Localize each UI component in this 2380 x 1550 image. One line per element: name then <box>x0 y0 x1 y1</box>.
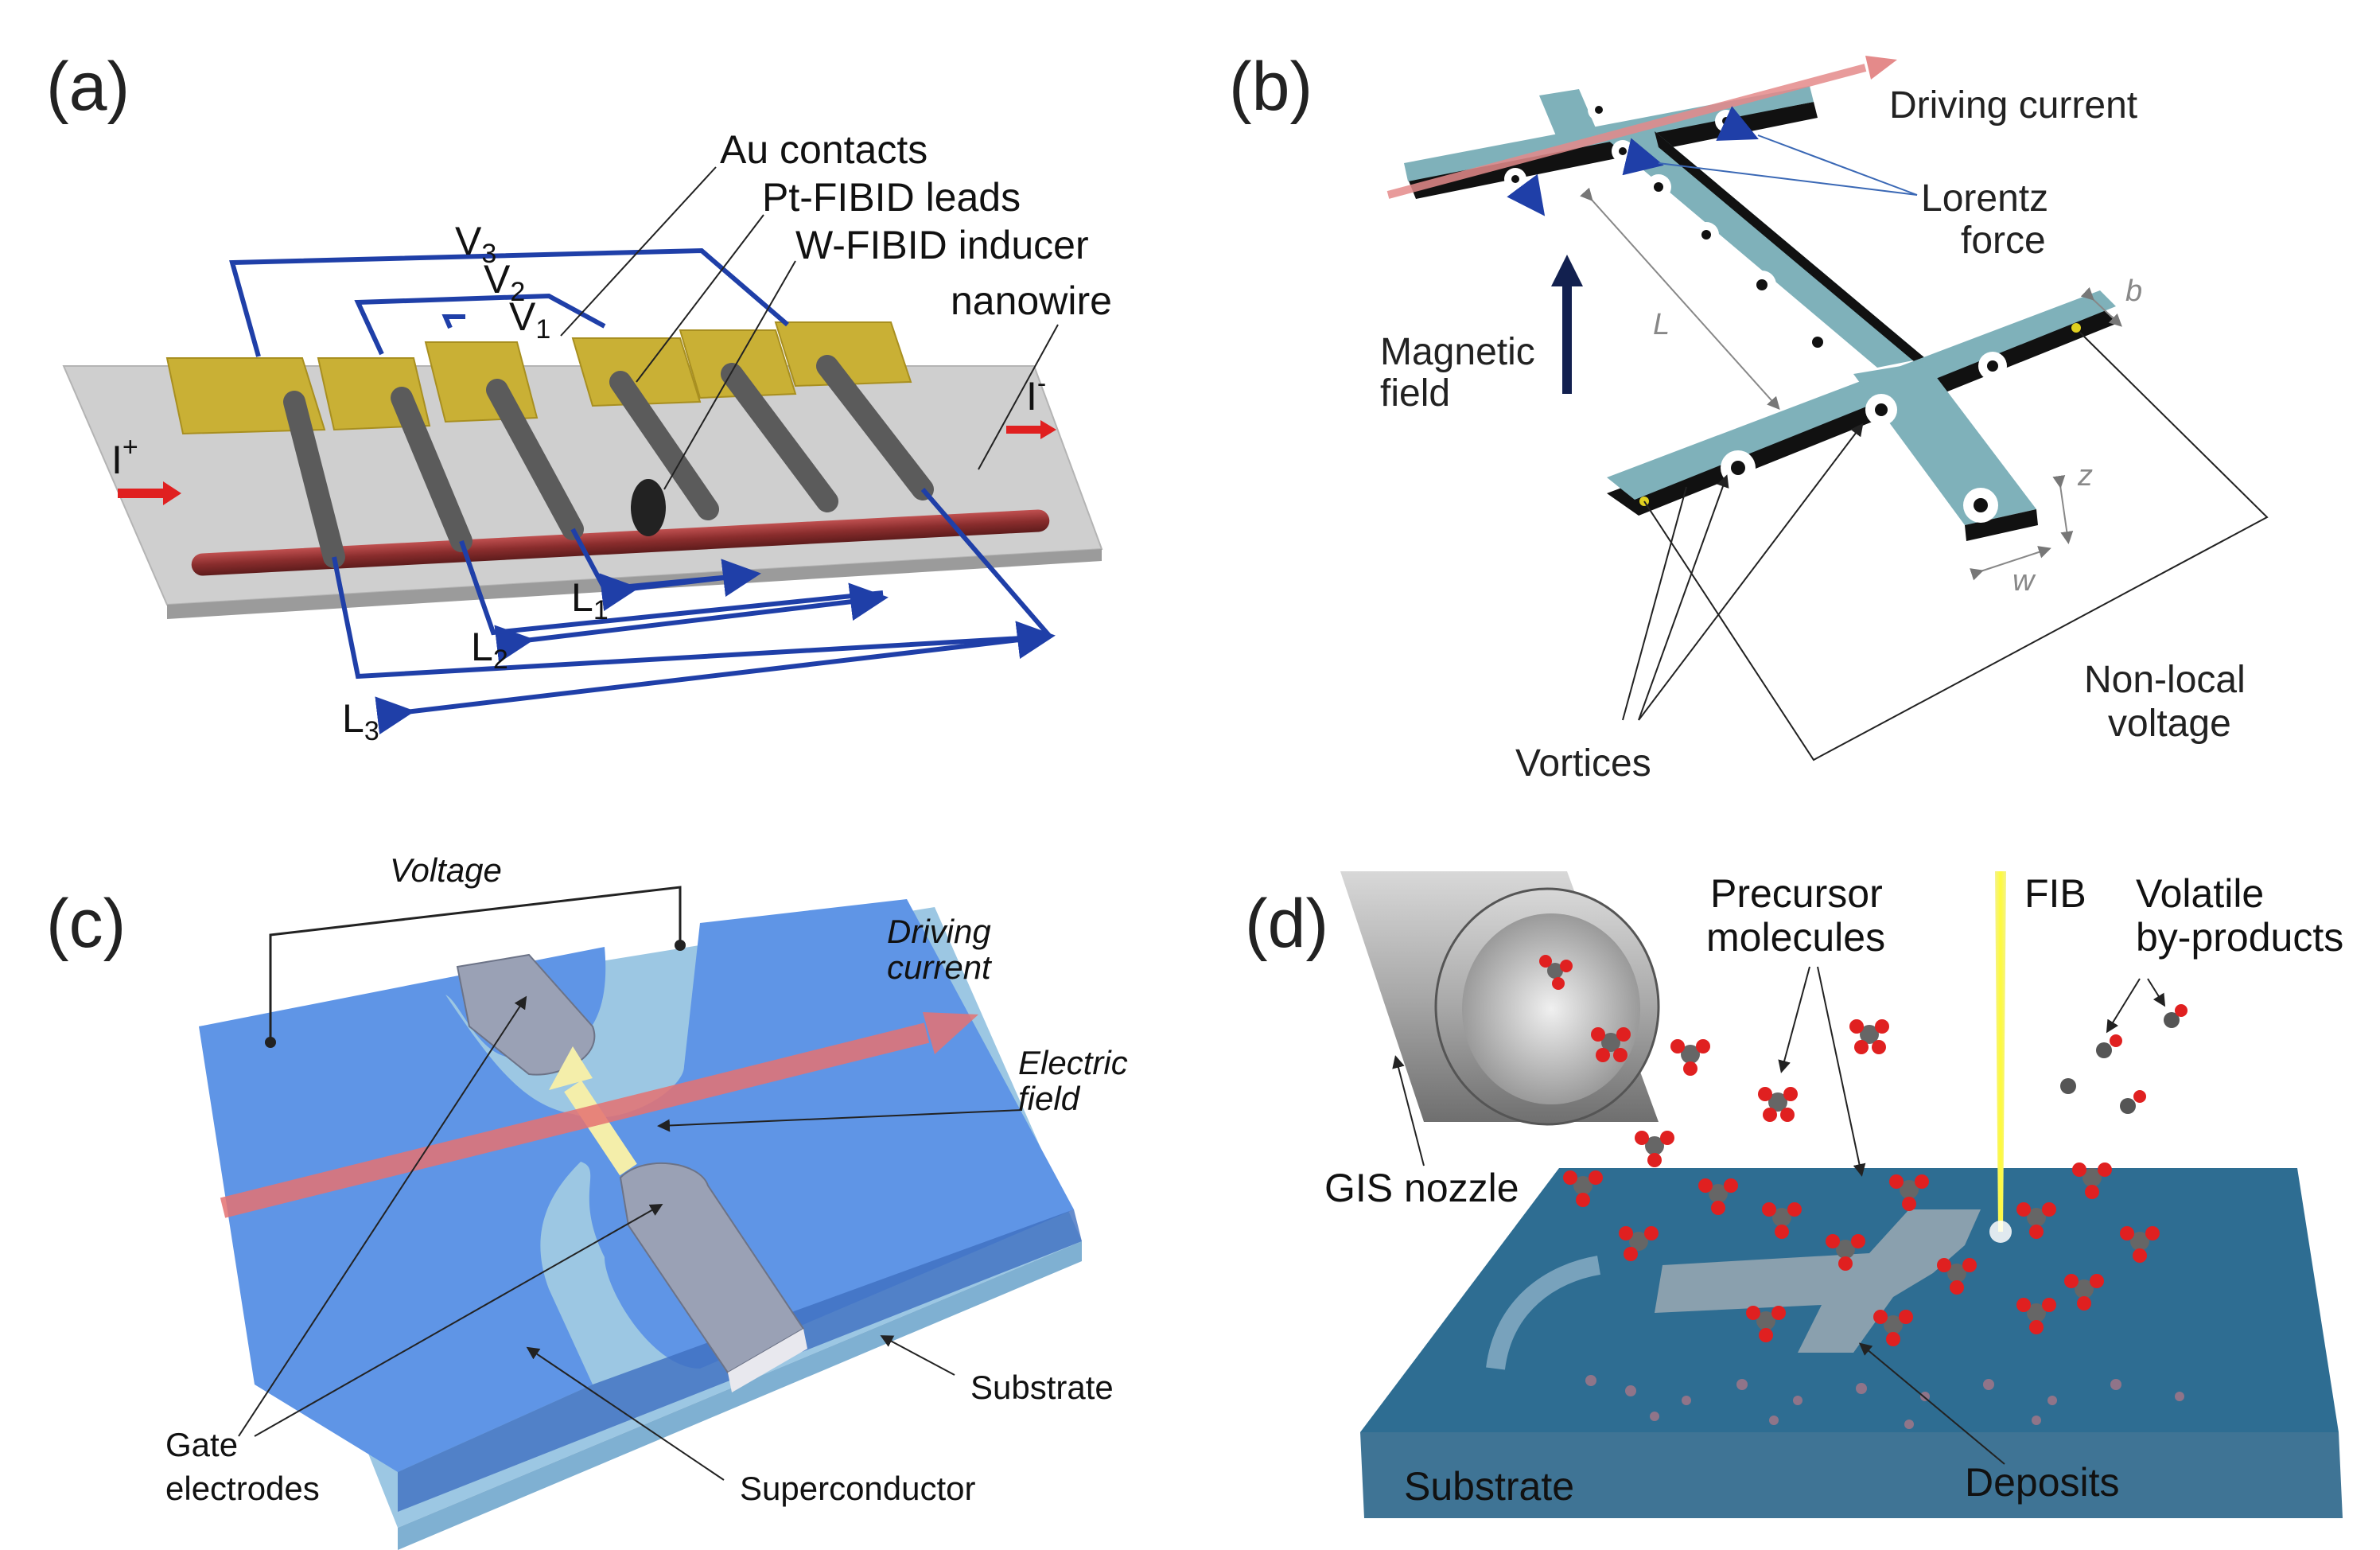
b-lorentz-pointers <box>1658 134 1918 196</box>
b-bottom-stem <box>1853 362 2036 525</box>
b-lorentz-label: Lorentz <box>1921 177 2048 220</box>
d-fib-beam <box>1995 871 2006 1232</box>
a-v3-label: V3 <box>455 219 496 269</box>
a-au-contact-6 <box>774 321 912 388</box>
b-driving-current-arrow <box>1386 64 1867 199</box>
d-gis-nozzle-label: GIS nozzle <box>1324 1166 1519 1210</box>
d-molecules <box>1539 955 2160 1346</box>
b-b-label: b <box>2125 275 2142 308</box>
d-molecules-label: molecules <box>1706 915 1885 960</box>
d-fib-spot <box>1989 1221 2012 1243</box>
d-pointers <box>1392 966 2166 1465</box>
c-voltage-wire <box>269 886 682 1042</box>
c-electrodes-label: electrodes <box>165 1470 320 1507</box>
c-pointers <box>238 995 1023 1481</box>
a-au-contacts-label: Au contacts <box>720 127 928 172</box>
a-iminus-arrowhead <box>1040 420 1056 439</box>
a-pointers <box>560 166 1059 490</box>
a-au-contact-1 <box>165 357 326 435</box>
b-z-dimension <box>2052 474 2074 544</box>
d-fib-label: FIB <box>2024 871 2086 916</box>
c-electric-field-arrow <box>564 1080 637 1176</box>
panel-c: (c) Voltage Driving current <box>46 851 1128 1550</box>
c-electric-field-arrowhead <box>549 1046 593 1090</box>
b-magnetic-label: Magnetic <box>1380 331 1535 373</box>
panel-a: (a) <box>46 49 1112 746</box>
a-nanowire-label: nanowire <box>951 278 1112 323</box>
c-driving-current-arrow <box>220 1022 930 1218</box>
b-z-label: z <box>2077 459 2093 493</box>
d-byproducts-label: by-products <box>2136 915 2343 960</box>
d-volatile-label: Volatile <box>2136 871 2264 916</box>
c-electric-label: Electric <box>1018 1044 1128 1081</box>
b-force-label: force <box>1961 220 2046 262</box>
a-pt-leads <box>283 355 934 568</box>
a-nanowire <box>191 509 1050 576</box>
b-L-dimension <box>1580 187 1780 410</box>
a-pt-leads-label: Pt-FIBID leads <box>762 175 1021 220</box>
c-substrate-label: Substrate <box>970 1369 1114 1406</box>
d-substrate-front <box>1360 1432 2343 1518</box>
b-driving-current-label: Driving current <box>1889 84 2137 127</box>
b-vortices <box>1504 99 2007 523</box>
b-bottom-bar-face <box>1607 290 2116 500</box>
a-l3-label: L3 <box>342 696 379 746</box>
d-gis-nozzle <box>1340 871 1660 1126</box>
d-precursor-label: Precursor <box>1710 871 1883 916</box>
c-driving-current-arrowhead <box>923 1012 978 1054</box>
b-driving-current-arrowhead <box>1865 56 1897 80</box>
a-w-inducer <box>631 479 666 536</box>
c-gate-bottom-face <box>728 1329 807 1392</box>
c-voltage-label: Voltage <box>390 851 502 889</box>
c-substrate-edge <box>398 1241 1082 1550</box>
c-voltage-contact-left <box>265 1037 276 1048</box>
b-vortices-pointers <box>1622 423 1864 721</box>
b-b-dimension <box>2080 286 2122 327</box>
d-deposits-label: Deposits <box>1965 1460 2120 1505</box>
a-v2-label: V2 <box>484 257 525 307</box>
b-top-stem <box>1539 89 1599 143</box>
a-l2-label: L2 <box>471 625 508 675</box>
c-voltage-contact-right <box>675 940 686 951</box>
panel-d: (d) <box>1245 871 2343 1518</box>
panel-c-letter: (c) <box>46 886 126 962</box>
d-byproducts <box>2060 1004 2188 1114</box>
a-l3-arrow <box>375 621 1056 735</box>
b-L-label: L <box>1653 308 1670 341</box>
b-bottom-stem-side <box>1965 509 2038 541</box>
a-iplus-label: I+ <box>111 432 138 482</box>
b-w-dimension <box>1970 546 2051 581</box>
a-v1-label: V1 <box>509 294 550 345</box>
a-iminus-label: I- <box>1026 368 1046 419</box>
a-l1-label: L1 <box>571 575 609 625</box>
b-lorentz-arrows <box>1507 106 1759 216</box>
c-current-label: current <box>887 948 993 986</box>
b-voltage-wire <box>1643 332 2269 761</box>
b-field-label: field <box>1380 372 1450 415</box>
d-deposit <box>1655 1209 1981 1353</box>
c-driving-label: Driving <box>887 913 991 950</box>
b-non-local-label: Non-local <box>2084 659 2246 701</box>
c-superconductor-label: Superconductor <box>740 1470 976 1507</box>
d-reflections <box>1585 1375 2184 1429</box>
b-voltage-label: voltage <box>2108 703 2231 745</box>
a-iplus-arrowhead <box>163 481 181 505</box>
panel-b: (b) <box>1229 49 2269 785</box>
c-field-label: field <box>1018 1080 1081 1117</box>
b-contact-right <box>2071 323 2081 333</box>
d-deposit-arc <box>1486 1256 1601 1370</box>
d-substrate-label: Substrate <box>1404 1464 1574 1509</box>
b-vortices-label: Vortices <box>1515 742 1651 785</box>
c-gate-label: Gate <box>165 1426 238 1463</box>
a-au-contact-4 <box>571 337 702 407</box>
panel-b-letter: (b) <box>1229 49 1312 125</box>
a-w-inducer-label: W-FIBID inducer <box>795 223 1089 267</box>
c-gate-bottom <box>619 1162 805 1374</box>
panel-d-letter: (d) <box>1245 886 1328 962</box>
b-magnetic-arrowhead <box>1551 255 1583 286</box>
a-au-contact-5 <box>679 329 797 399</box>
b-w-label: w <box>2012 564 2036 598</box>
panel-a-letter: (a) <box>46 49 130 125</box>
